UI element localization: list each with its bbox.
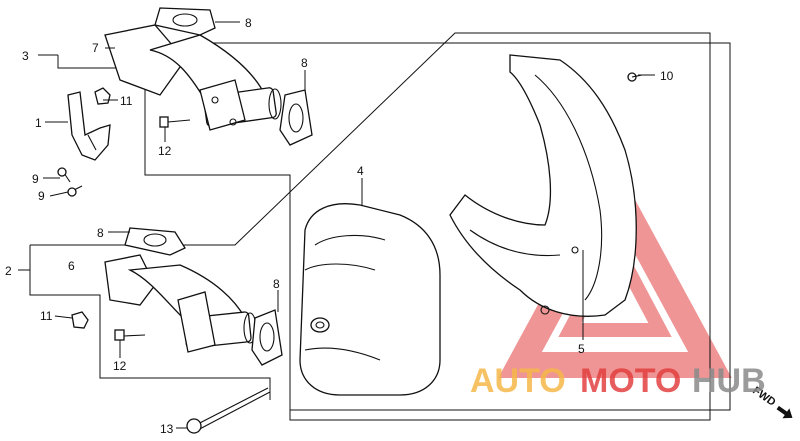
callout-10: 10 [660,69,674,83]
callout-7: 7 [92,41,99,55]
upper-exhaust-pipe [104,24,282,131]
leader-lines [43,21,655,429]
gasket-lower-side [251,309,283,366]
callout-8-upper-side: 8 [301,56,308,70]
heat-shield [449,54,637,317]
callout-labels: 8 3 7 11 1 8 12 9 9 10 4 8 2 6 8 11 12 5… [5,16,674,436]
watermark-auto: AUTO [470,362,566,400]
nut-lower [71,311,89,329]
bolt-12-upper [159,116,191,128]
callout-11-upper: 11 [120,94,133,108]
callout-8-top: 8 [245,16,252,30]
callout-13: 13 [160,422,174,436]
fwd-arrow-icon [776,405,793,419]
mounting-bracket [67,91,111,161]
callout-8-lower-side: 8 [273,277,280,291]
callout-5: 5 [578,342,585,356]
muffler [299,203,441,396]
nut-upper [94,87,111,105]
bolt-12-lower [114,329,146,341]
bolt-9-b [67,185,83,197]
callout-6: 6 [68,259,75,273]
gasket-upper-top [154,7,216,36]
watermark-text: AUTO MOTO HUB [470,362,766,400]
watermark-moto: MOTO [580,362,681,400]
long-bolt-13 [186,387,271,434]
callout-2: 2 [5,264,12,278]
callout-4: 4 [357,164,364,178]
watermark-hub: HUB [692,362,766,400]
screw-10 [627,72,643,82]
callout-12-lower: 12 [113,359,127,373]
callout-1: 1 [35,116,42,130]
callout-9-b: 9 [38,189,45,203]
callout-8-lower-top: 8 [97,226,104,240]
bolt-9-a [57,167,71,183]
callout-3: 3 [22,49,29,63]
callout-9-a: 9 [32,172,39,186]
gasket-lower-top [124,227,186,256]
lower-exhaust-pipe [104,254,257,353]
callout-11-lower: 11 [40,309,53,323]
gasket-upper-side [279,89,313,146]
callout-12-upper: 12 [158,144,172,158]
assembly-frame-lines [18,30,731,421]
